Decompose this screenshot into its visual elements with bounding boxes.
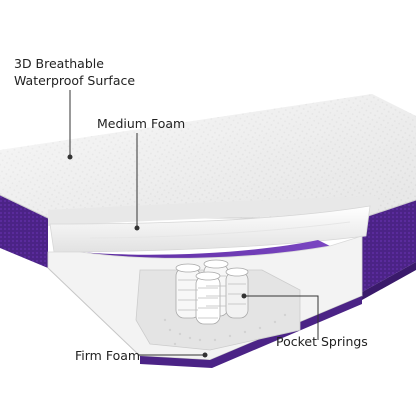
pocket-floor-texture: [163, 313, 287, 346]
callout-firm-foam: Firm Foam: [75, 348, 141, 363]
pocket-springs: [175, 259, 249, 325]
callout-surface: 3D Breathable Waterproof Surface: [14, 55, 135, 89]
mattress-side-right: [362, 200, 416, 292]
mattress-side-left: [0, 195, 48, 268]
callout-dots: [67, 154, 247, 358]
cutaway-top-edge: [48, 196, 378, 226]
callout-surface-line2: Waterproof Surface: [14, 73, 136, 88]
callout-surface-line1: 3D Breathable: [14, 56, 104, 71]
medium-foam-layer: [49, 205, 371, 253]
callout-medium-foam: Medium Foam: [97, 116, 186, 131]
callout-lines: [69, 90, 319, 356]
callout-pocket-springs: Pocket Springs: [276, 334, 368, 349]
leader-pocket: [244, 295, 319, 340]
